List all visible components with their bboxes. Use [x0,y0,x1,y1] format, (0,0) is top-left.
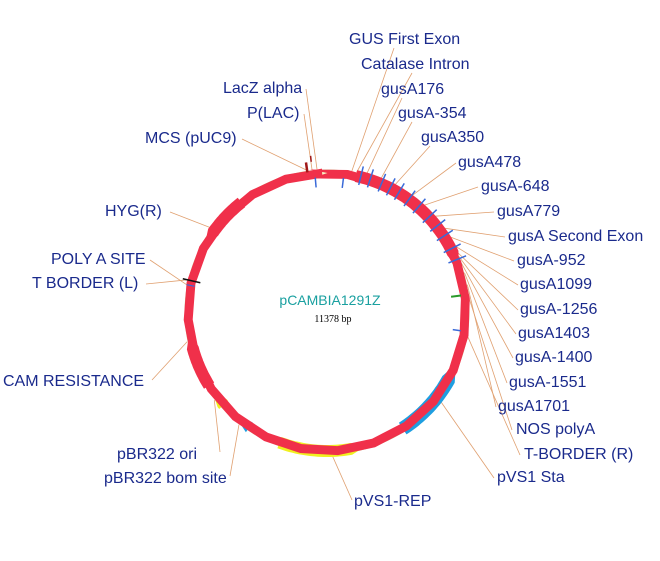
t-border-l-marker [182,277,201,284]
gus-primer-marker-4 [385,178,396,196]
label-hyg: HYG(R) [105,203,162,220]
label-gusa-952: gusA-952 [517,252,586,269]
leader-gusa478 [410,162,457,197]
leader-gusa779 [433,211,495,217]
leader-mcs [241,138,308,171]
label-p-lac: P(LAC) [247,105,299,122]
label-gusa-354: gusA-354 [398,105,467,122]
mcs-marker [304,162,309,173]
leader-poly-a-site [149,259,187,286]
gus-primer-marker-10 [436,229,454,242]
label-gusa1403: gusA1403 [518,325,590,342]
label-gusa350: gusA350 [421,129,484,146]
leader-pbr322-ori [213,399,221,453]
label-gusa1099: gusA1099 [520,276,592,293]
label-mcs: MCS (pUC9) [145,130,237,147]
gus-primer-marker-12 [448,255,467,264]
gus-primer-marker-7 [412,198,426,214]
gus-primer-marker-5 [393,183,405,201]
catalase-intron-marker [341,177,345,189]
label-pvs1-rep: pVS1-REP [354,493,431,510]
gus-primer-marker-11 [443,243,461,254]
leader-gusa1099 [453,244,519,286]
label-poly-a-site: POLY A SITE [51,251,146,268]
leader-gusa-648 [422,186,479,207]
label-t-border-r: T-BORDER (R) [524,446,633,463]
label-gusa1701: gusA1701 [498,398,570,415]
leader-gus-first-exon [351,47,395,172]
label-gusa478: gusA478 [458,154,521,171]
label-gusa779: gusA779 [497,203,560,220]
lacz-alpha-arrow [183,168,470,456]
label-catalase-intron: Catalase Intron [361,56,470,73]
label-pvs1-sta: pVS1 Sta [497,469,565,486]
leader-pvs1-sta [439,399,495,479]
feature-markers [182,155,467,332]
leader-gusa-1551 [464,272,508,384]
leader-gusa1403 [458,255,517,335]
label-gusa-1551: gusA-1551 [509,374,586,391]
label-leader-lines [145,47,521,501]
gus-primer-marker-1 [357,166,365,186]
plasmid-size: 11378 bp [314,314,351,325]
leader-t-border-r [467,336,521,456]
feature-arrows [183,168,470,457]
leader-gusa-952 [448,235,515,262]
label-cam-resistance: CAM RESISTANCE [3,373,144,390]
leader-gusa-1256 [456,251,519,311]
label-gusa-second-exon: gusA Second Exon [508,228,643,245]
leader-nos-polya [469,299,513,431]
label-t-border-l: T BORDER (L) [32,275,138,292]
label-pbr322-bom-site: pBR322 bom site [104,470,227,487]
leader-gusa1701 [466,284,497,408]
leader-catalase-intron [356,72,413,173]
label-lacz-alpha: LacZ alpha [223,80,302,97]
leader-gusa-1400 [461,262,514,359]
label-gusa176: gusA176 [381,81,444,98]
plasmid-name: pCAMBIA1291Z [279,292,381,308]
label-nos-polya: NOS polyA [516,421,595,438]
label-gusa-648: gusA-648 [481,178,550,195]
leader-pvs1-rep [331,454,353,501]
gus-primer-marker-3 [377,173,387,192]
leader-gusa-354 [380,121,413,180]
gus-primer-marker-6 [403,190,416,207]
lacz-marker [314,177,317,188]
leader-t-border-l [145,279,188,285]
leader-pbr322-bom [229,424,240,477]
p-lac-marker [309,155,312,162]
gus-primer-marker-8 [422,209,438,224]
leader-gusa-second-exon [442,227,506,238]
t-border-r-marker [452,328,461,332]
gus-primer-marker-9 [429,219,446,232]
nos-polya-marker [450,294,462,298]
leader-lacz-alpha [305,88,318,170]
gus-primer-marker-2 [366,169,375,188]
label-gusa-1256: gusA-1256 [520,301,597,318]
leader-hyg [169,211,212,229]
label-gus-first-exon: GUS First Exon [349,31,460,48]
leader-gusa176 [366,97,403,175]
leader-cam-resistance [151,341,188,381]
label-pbr322-ori: pBR322 ori [117,446,197,463]
label-gusa-1400: gusA-1400 [515,349,592,366]
poly-a-site-marker [186,284,195,287]
leader-gusa350 [393,145,431,187]
